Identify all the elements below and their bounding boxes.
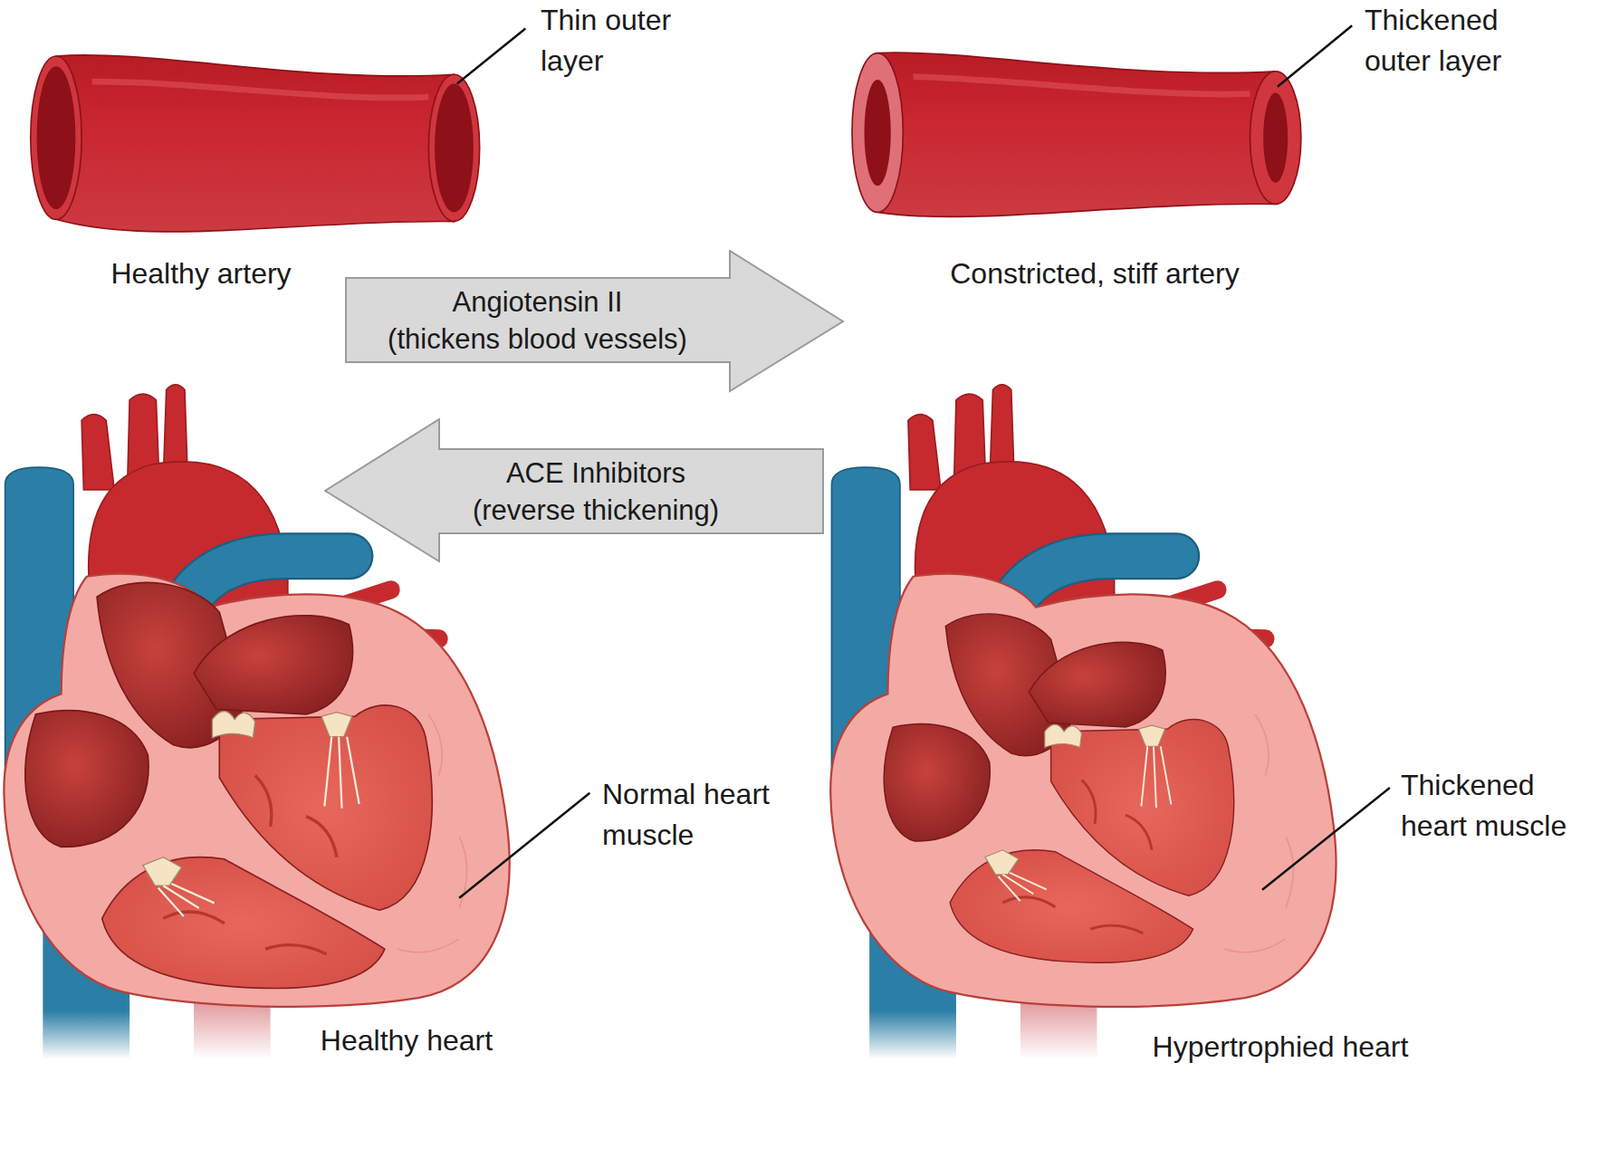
arrow-shape xyxy=(344,249,845,393)
callout-label: Normal heart muscle xyxy=(602,774,811,856)
callout-label: Thickened outer layer xyxy=(1364,0,1546,82)
heart-chambers xyxy=(883,613,1234,963)
gray-arrow: Angiotensin II(thickens blood vessels) xyxy=(344,249,845,393)
healthy-artery xyxy=(30,55,480,232)
artery-highlight xyxy=(913,76,1251,96)
arrow-text: (thickens blood vessels) xyxy=(387,320,688,358)
artery-body xyxy=(56,55,454,232)
callout-label: Thickened heart muscle xyxy=(1400,765,1593,847)
artery-lumen xyxy=(863,79,891,186)
heart-base xyxy=(830,384,1336,1060)
artery-lumen xyxy=(434,83,474,212)
hypertrophied-heart xyxy=(830,384,1336,1060)
gray-arrow: ACE Inhibitors(reverse thickening) xyxy=(324,418,825,564)
callout-label: Hypertrophied heart xyxy=(1053,1026,1507,1068)
leader-line xyxy=(1277,25,1352,87)
artery-end xyxy=(852,53,903,213)
artery-body xyxy=(877,52,1275,217)
artery-end xyxy=(30,56,82,220)
stiff-artery xyxy=(852,52,1302,217)
artery-lumen xyxy=(37,66,77,210)
arrow-shape xyxy=(324,418,825,564)
artery-highlight xyxy=(91,81,429,98)
leader-line xyxy=(457,28,527,85)
arrow-text: ACE Inhibitors xyxy=(506,454,686,492)
artery-lumen xyxy=(1263,93,1288,183)
artery-end xyxy=(1249,71,1301,205)
arrow-outline xyxy=(325,419,824,562)
callout-label: Healthy artery xyxy=(19,253,383,295)
callout-label: Healthy heart xyxy=(225,1020,588,1062)
arrow-text: Angiotensin II xyxy=(452,283,623,321)
leader-line xyxy=(1262,787,1390,891)
leader-line xyxy=(459,793,590,899)
artery-end xyxy=(428,74,480,221)
heart-chambers xyxy=(25,582,432,988)
callout-label: Constricted, stiff artery xyxy=(868,253,1322,295)
arrow-outline xyxy=(345,250,844,392)
arrow-text: (reverse thickening) xyxy=(472,491,719,529)
callout-label: Thin outer layer xyxy=(540,0,704,82)
